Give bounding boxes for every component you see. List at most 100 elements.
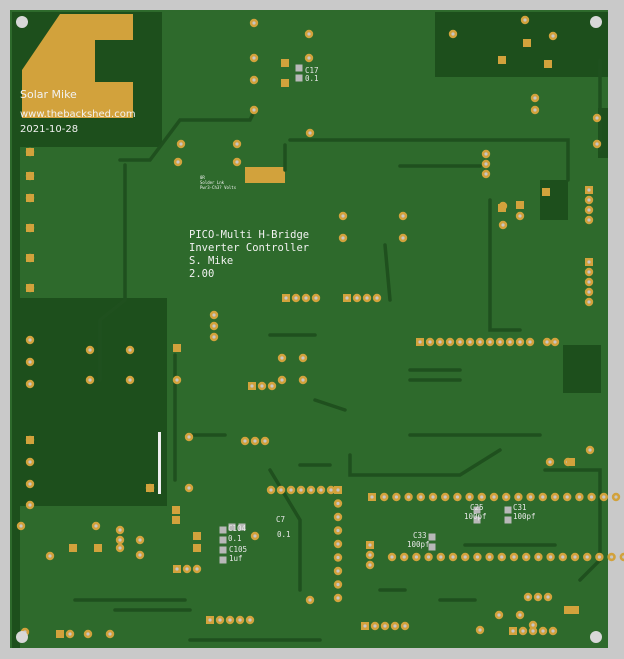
smd-capacitor-pad (504, 506, 512, 514)
drill-hole (498, 340, 502, 344)
smd-capacitor-pad (504, 516, 512, 524)
drill-hole (551, 34, 555, 38)
jumper-note-line: Solder Lnk (200, 180, 225, 185)
drill-hole (595, 142, 599, 146)
drill-hole (549, 555, 553, 559)
square-pad (193, 544, 201, 552)
drill-hole (304, 296, 308, 300)
drill-hole (336, 501, 340, 506)
copper-pour (12, 12, 20, 648)
drill-hole (270, 384, 274, 388)
drill-hole (336, 488, 340, 492)
drill-hole (28, 503, 32, 507)
drill-hole (533, 96, 537, 100)
drill-hole (368, 553, 372, 557)
drill-hole (478, 628, 482, 632)
drill-hole (88, 348, 92, 352)
drill-hole (504, 495, 508, 499)
drill-hole (128, 348, 132, 352)
drill-hole (48, 554, 52, 558)
trace (543, 468, 602, 582)
drill-hole (28, 338, 32, 342)
website-label: www.thebackshed.com (20, 109, 136, 120)
drill-hole (86, 632, 90, 636)
square-pad (544, 60, 552, 68)
board-title-line: Inverter Controller (189, 242, 310, 254)
drill-hole (407, 495, 411, 499)
drill-hole (212, 335, 216, 339)
drill-hole (252, 56, 256, 60)
copper-plane-pad (22, 14, 133, 118)
square-pad (281, 79, 289, 87)
drill-hole (518, 214, 522, 218)
square-pad (94, 544, 102, 552)
drill-hole (368, 563, 372, 567)
trace (383, 243, 392, 302)
drill-hole (28, 482, 32, 486)
drill-hole (463, 555, 467, 559)
drill-hole (187, 486, 191, 490)
drill-hole (118, 538, 122, 542)
drill-hole (448, 340, 452, 344)
drill-hole (518, 340, 522, 344)
drill-hole (610, 555, 614, 559)
drill-hole (500, 555, 504, 559)
square-pad (523, 39, 531, 47)
copper-pour (435, 12, 608, 77)
drill-hole (573, 555, 577, 559)
drill-hole (443, 495, 447, 499)
drill-hole (308, 131, 312, 135)
drill-hole (553, 340, 557, 344)
value-c31: 100pf (513, 512, 536, 521)
value-c104: 0.1 (228, 534, 242, 543)
value-c33: 100pf (407, 540, 430, 549)
drill-hole (375, 296, 379, 300)
drill-hole (307, 32, 311, 36)
smd-capacitor-pad (428, 533, 436, 541)
drill-hole (458, 340, 462, 344)
drill-hole (373, 624, 377, 628)
drill-hole (301, 378, 305, 382)
drill-hole (488, 340, 492, 344)
drill-hole (294, 296, 298, 300)
drill-hole (553, 495, 557, 499)
smd-capacitor-pad (219, 536, 227, 544)
board-title-line: S. Mike (189, 255, 234, 267)
drill-hole (516, 495, 521, 499)
square-pad (26, 284, 34, 292)
drill-hole (252, 78, 256, 82)
jumper-note-line: 0R (200, 175, 205, 180)
square-pad (571, 606, 579, 614)
drill-hole (595, 116, 599, 120)
drill-hole (301, 356, 305, 360)
square-pad (564, 606, 572, 614)
drill-hole (451, 555, 455, 559)
drill-hole (365, 296, 369, 300)
smd-capacitor-pad (219, 526, 227, 534)
drill-hole (401, 214, 405, 218)
value-c7: 0.1 (277, 530, 291, 539)
drill-hole (179, 142, 183, 146)
drill-hole (390, 555, 394, 559)
square-pad (146, 484, 154, 492)
drill-hole (235, 142, 239, 146)
drill-hole (187, 435, 191, 439)
drill-hole (355, 296, 359, 300)
drill-hole (94, 524, 98, 528)
drill-hole (28, 360, 32, 364)
trace (98, 163, 127, 382)
square-pad (172, 516, 180, 524)
square-pad (567, 458, 575, 466)
drill-hole (401, 236, 405, 240)
drill-hole (269, 488, 273, 492)
square-pad (542, 188, 550, 196)
drill-hole (438, 340, 442, 344)
drill-hole (319, 488, 323, 492)
drill-hole (588, 448, 592, 452)
drill-hole (597, 555, 602, 559)
board-title-line: PICO-Multi H-Bridge (189, 229, 310, 241)
round-pad (619, 552, 624, 562)
square-pad (172, 506, 180, 514)
drill-hole (345, 296, 349, 300)
drill-hole (614, 495, 618, 499)
